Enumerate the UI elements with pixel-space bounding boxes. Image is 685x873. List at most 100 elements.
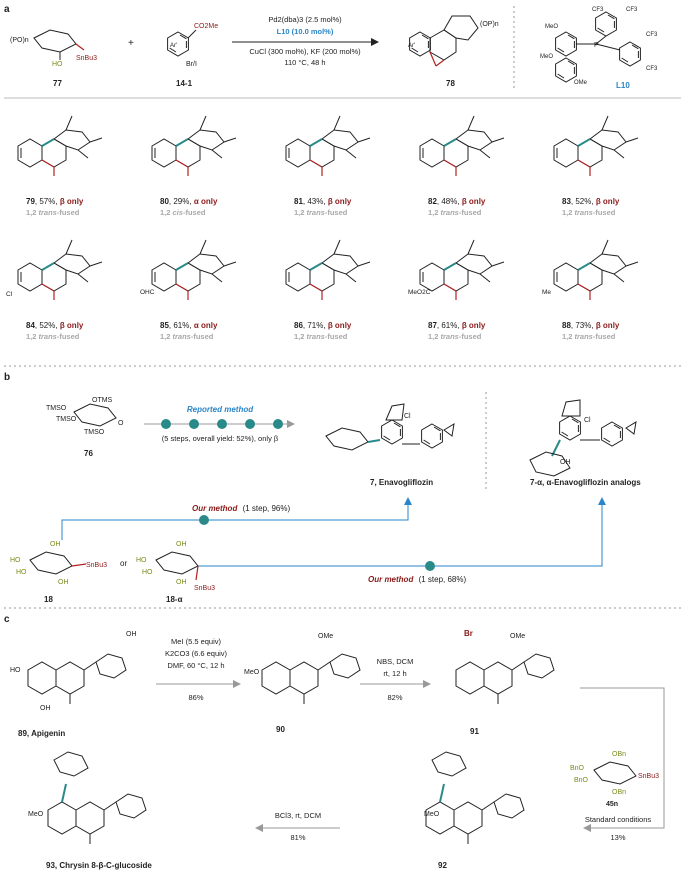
product-86-id: 86 [294,321,303,330]
sm-18a-snbu3: SnBu3 [194,585,215,592]
product-84-selectivity: β only [60,321,84,330]
product-82-structure [419,115,505,176]
product-83-fusion: 1,2 trans-fused [562,208,616,217]
product-79-label: 79, 57%, β only [26,197,84,206]
product-80-fusion-suffix: -fused [183,208,206,217]
step1-mei: MeI (5.5 equiv) [171,637,222,646]
reactant-14-1-ar: Ar' [170,43,177,49]
product-83-selectivity: β only [596,197,620,206]
sm-18-oh-1: OH [50,541,61,548]
ligand-meo-1: MeO [545,24,558,30]
int-90-id: 90 [276,725,285,734]
alpha-enavo-cl: Cl [584,417,591,424]
product-81-yield: , 43%, [303,197,328,206]
product-81-id: 81 [294,197,303,206]
product-79-selectivity: β only [60,197,84,206]
sm-18-snbu3: SnBu3 [86,562,107,569]
step1-k2co3: K2CO3 (6.6 equiv) [165,649,228,658]
product-79-id: 79 [26,197,35,206]
sm-18a-ho-1: HO [136,557,147,564]
our-method-dot-1 [199,515,209,525]
ligand-cf3-4: CF3 [646,66,658,72]
int-90-structure [261,653,361,704]
product-86-structure [285,239,371,300]
product-80-label: 80, 29%, α only [160,197,218,206]
step3-arrow [580,687,665,832]
sm-18a-oh-1: OH [176,541,187,548]
reactant-14-1-co2me: CO2Me [194,23,218,30]
product-87-id: 87 [428,321,437,330]
start-76-id: 76 [84,449,93,458]
product-83-fusion-prefix: 1,2 [562,208,575,217]
product-84-fusion-suffix: -fused [57,332,80,341]
product-79-yield: , 57%, [35,197,60,206]
product-82-selectivity: β only [462,197,486,206]
reactant-77-structure [33,29,85,60]
sm-18-id: 18 [44,595,53,604]
product-82-fusion-type: trans [441,208,459,217]
product-86-selectivity: β only [328,321,352,330]
final-93-label: 93, Chrysin 8-β-C-glucoside [46,861,152,870]
product-85-fusion-type: trans [173,332,191,341]
int-92-structure [425,751,525,844]
our-method-1-name: Our method [192,504,238,513]
product-84-yield: , 52%, [35,321,60,330]
reported-step-dots [161,419,283,429]
product-87-structure: MeO2C [408,239,505,300]
sm-18-ho-1: HO [10,557,21,564]
our-method-1-detail: (1 step, 96%) [243,504,291,513]
product-88-yield: , 73%, [571,321,596,330]
product-79-fusion-suffix: -fused [57,208,80,217]
product-79-fusion-prefix: 1,2 [26,208,39,217]
product-82-fusion-suffix: -fused [459,208,482,217]
sm-89-oh-2: OH [40,705,51,712]
condition-pd: Pd2(dba)3 (2.5 mol%) [268,15,342,24]
product-83-structure [553,115,639,176]
product-85-selectivity: α only [194,321,218,330]
start-76-tmso-1: TMSO [46,405,67,412]
product-82-fusion-prefix: 1,2 [428,208,441,217]
product-84-structure: Cl [6,239,103,300]
product-85-structure: OHC [140,239,237,300]
product-7a-name: α-Enavogliflozin analogs [546,478,641,487]
ligand-ome: OMe [574,80,588,86]
product-86-fusion-prefix: 1,2 [294,332,307,341]
final-93-meo: MeO [28,811,44,818]
product-7-id: 7 [370,478,375,487]
sm-18-oh-2: OH [58,579,69,586]
donor-snbu3: SnBu3 [638,773,659,780]
int-90-meo: MeO [244,669,260,676]
product-85-fusion: 1,2 trans-fused [160,332,214,341]
panel-label-b: b [4,372,10,383]
final-93-sep: , [55,861,59,870]
step2-nbs: NBS, DCM [377,657,414,666]
step3-conditions: Standard conditions [585,815,652,824]
alpha-enavo-oh: OH [560,459,571,466]
product-80-structure [151,115,237,176]
reported-method-detail: (5 steps, overall yield: 52%), only β [162,434,279,443]
product-85-id: 85 [160,321,169,330]
donor-bno-1: BnO [570,765,585,772]
reported-method-label: Reported method [187,405,254,414]
donor-obn-2: OBn [612,789,626,796]
product-88-label: 88, 73%, β only [562,321,620,330]
product-84-label: 84, 52%, β only [26,321,84,330]
product-87-fusion: 1,2 trans-fused [428,332,482,341]
product-87-fusion-type: trans [441,332,459,341]
product-88-structure: Me [542,239,639,300]
plus-sign: + [128,38,134,49]
ligand-l10-id: L10 [616,81,630,90]
product-79-fusion-type: trans [39,208,57,217]
our-method-arrow-1 [61,497,412,540]
product-82-label: 82, 48%, β only [428,197,486,206]
product-87-sub: MeO2C [408,289,431,296]
product-87-yield: , 61%, [437,321,462,330]
product-88-fusion-type: trans [575,332,593,341]
our-method-arrow-2 [198,497,606,567]
final-93-name: Chrysin 8-β-C-glucoside [59,861,152,870]
our-method-1-label: Our method (1 step, 96%) [192,504,290,513]
product-84-fusion-type: trans [39,332,57,341]
product-88-selectivity: β only [596,321,620,330]
start-76-o: O [118,420,124,427]
